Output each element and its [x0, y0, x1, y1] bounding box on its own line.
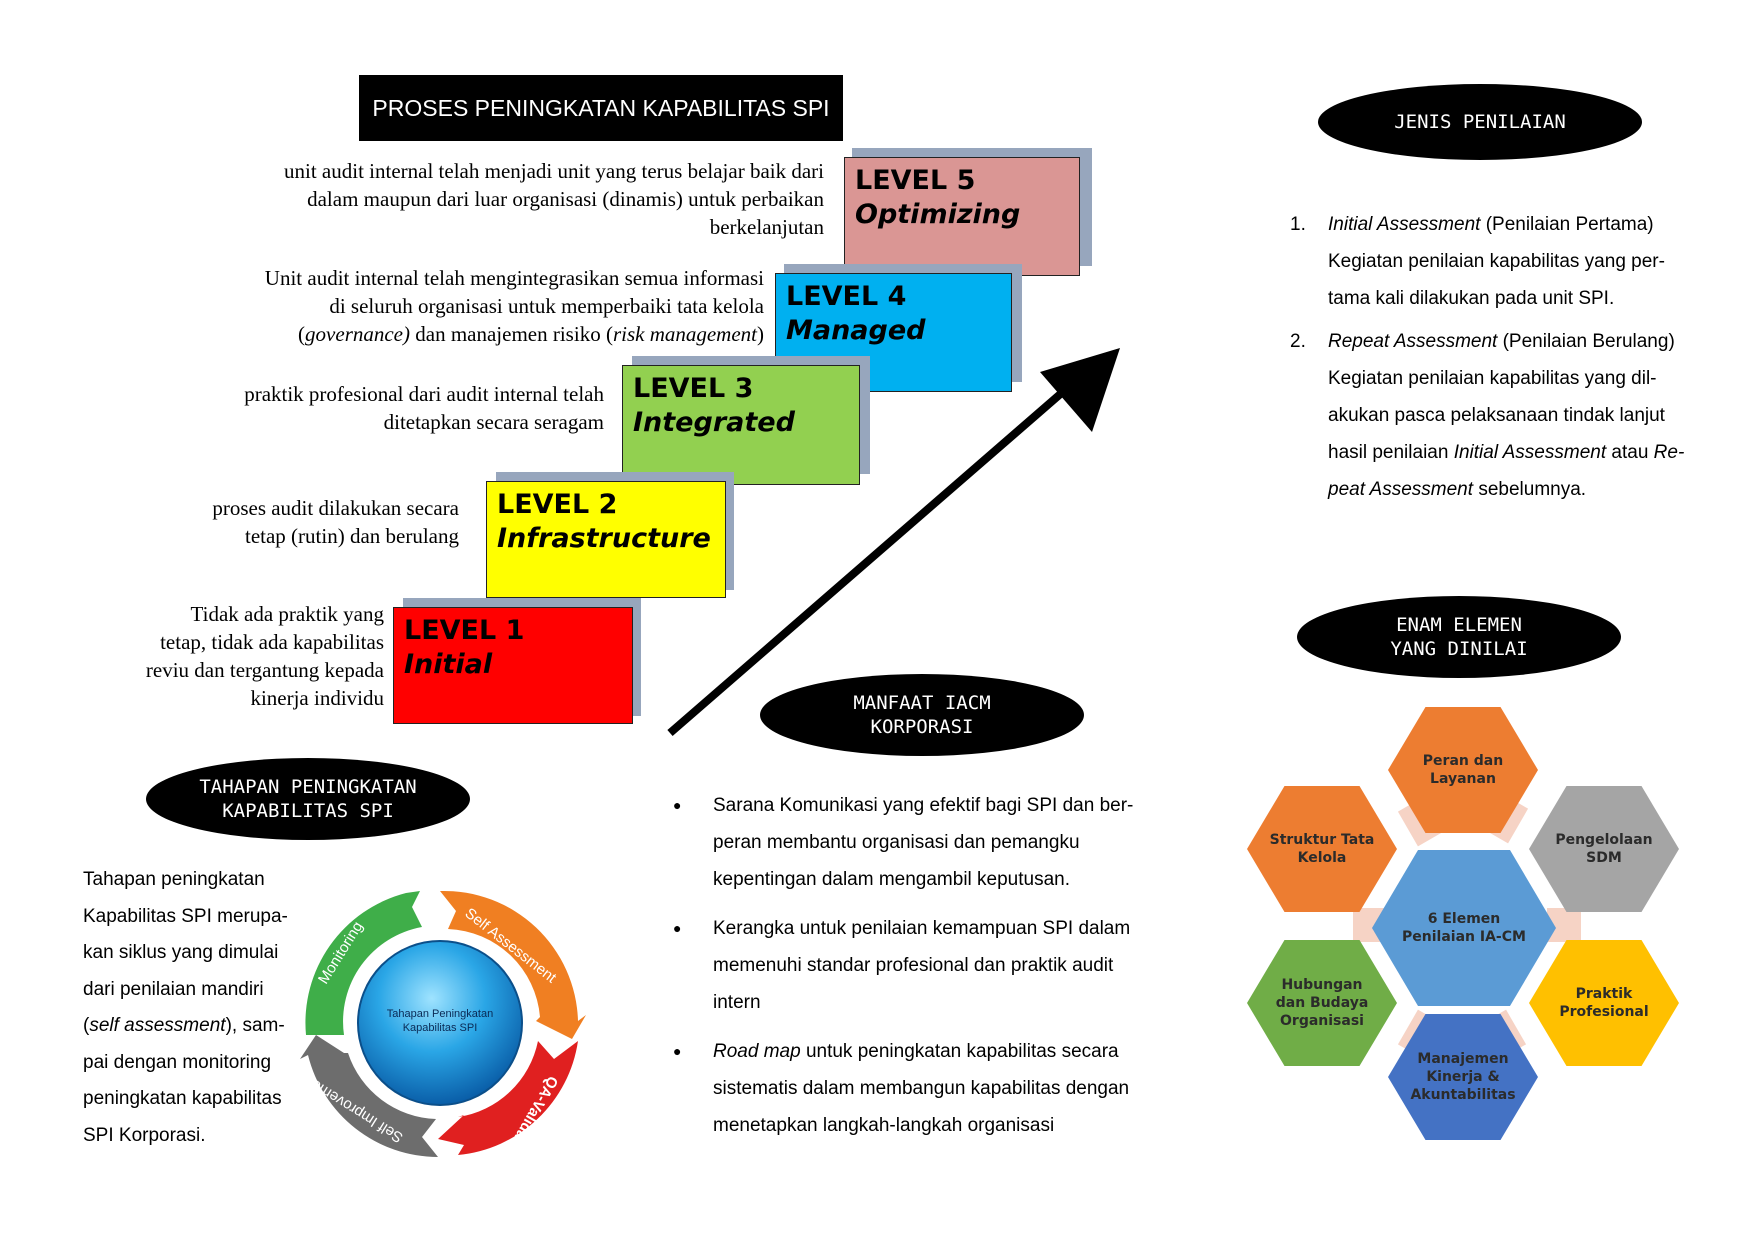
jenis-item-2-body-a: Kegiatan penilaian kapabilitas yang dil-… [1328, 368, 1665, 463]
jenis-item-1-label: (Penilaian Pertama) [1480, 214, 1654, 235]
jenis-item-2-body-term1: Initial Assessment [1453, 442, 1607, 463]
tahapan-title: TAHAPAN PENINGKATAN KAPABILITAS SPI [146, 758, 470, 840]
level-5-box: LEVEL 5 Optimizing [844, 157, 1080, 276]
element-manajemen-kinerja: Manajemen Kinerja & Akuntabilitas [1388, 1014, 1538, 1140]
level-1-box: LEVEL 1 Initial [393, 607, 633, 724]
jenis-item-2-body-b: atau [1606, 442, 1654, 463]
cycle-center-ball [357, 940, 523, 1106]
level-5-name: Optimizing [855, 199, 1021, 230]
jenis-item-1-term: Initial Assessment [1328, 214, 1481, 235]
element-struktur-tata-kelola: Struktur Tata Kelola [1247, 786, 1397, 912]
level-4-desc-risk: risk management [612, 322, 757, 346]
jenis-item-2-body-term2: Re- peat Assessment [1328, 442, 1685, 500]
level-4-name: Managed [786, 315, 926, 346]
enam-title: ENAM ELEMEN YANG DINILAI [1297, 596, 1621, 678]
level-4-desc-b: dan manajemen risiko ( [410, 322, 613, 346]
jenis-item-2-label: (Penilaian Berulang) [1497, 331, 1675, 352]
level-3-label: LEVEL 3 [633, 373, 754, 404]
level-5-label: LEVEL 5 [855, 165, 976, 196]
manfaat-title: MANFAAT IACM KORPORASI [760, 674, 1084, 756]
level-2-description: proses audit dilakukan secara tetap (rut… [212, 496, 459, 548]
level-3-description: praktik profesional dari audit internal … [244, 382, 604, 434]
cycle-segment-monitoring [305, 891, 422, 1035]
level-5-description: unit audit internal telah menjadi unit y… [284, 159, 824, 239]
tahapan-text-b: ), sam- pai dengan monitoring peningkata… [83, 1015, 285, 1146]
element-pengelolaan-sdm: Pengelolaan SDM [1529, 786, 1679, 912]
manfaat-item-1: Sarana Komunikasi yang efektif bagi SPI … [673, 787, 1153, 898]
jenis-item-2-num: 2. [1290, 331, 1306, 352]
element-praktik-profesional: Praktik Profesional [1529, 940, 1679, 1066]
jenis-item-2-term: Repeat Assessment [1328, 331, 1498, 352]
jenis-title: JENIS PENILAIAN [1318, 84, 1642, 160]
manfaat-item-3: Road map untuk peningkatan kapabilitas s… [673, 1033, 1153, 1144]
tahapan-text: Tahapan peningkatan Kapabilitas SPI meru… [83, 862, 303, 1154]
level-2-box: LEVEL 2 Infrastructure [486, 481, 726, 598]
level-2-label: LEVEL 2 [497, 489, 618, 520]
element-center: 6 Elemen Penilaian IA-CM [1372, 850, 1556, 1006]
level-3-name: Integrated [633, 407, 795, 438]
manfaat-item-3-text: untuk peningkatan kapabilitas secara sis… [713, 1041, 1130, 1136]
capability-title: PROSES PENINGKATAN KAPABILITAS SPI [359, 75, 843, 141]
jenis-item-1-num: 1. [1290, 214, 1306, 235]
cycle-segment-qa-validation [438, 1041, 578, 1155]
element-peran-layanan: Peran dan Layanan [1388, 707, 1538, 833]
level-4-desc-c: ) [757, 322, 764, 346]
jenis-item-1: 1. Initial Assessment (Penilaian Pertama… [1290, 206, 1690, 317]
level-2-name: Infrastructure [497, 523, 711, 554]
level-4-desc-governance: governance) [305, 322, 410, 346]
level-1-label: LEVEL 1 [404, 615, 525, 646]
level-4-desc-a: Unit audit internal telah mengintegrasik… [264, 266, 764, 346]
level-1-name: Initial [404, 649, 493, 680]
jenis-item-2-body-c: sebelumnya. [1473, 479, 1587, 500]
jenis-item-2-body: Kegiatan penilaian kapabilitas yang dil-… [1328, 368, 1684, 500]
manfaat-item-2: Kerangka untuk penilaian kemampuan SPI d… [673, 910, 1153, 1021]
tahapan-text-term: self assessment [89, 1015, 226, 1036]
level-3-box: LEVEL 3 Integrated [622, 365, 860, 485]
level-1-description: Tidak ada praktik yang tetap, tidak ada … [145, 602, 384, 710]
tahapan-text-a: Tahapan peningkatan Kapabilitas SPI meru… [83, 869, 288, 1036]
cycle-center-label-2: Kapabilitas SPI [403, 1022, 478, 1034]
jenis-item-1-body: Kegiatan penilaian kapabilitas yang per-… [1328, 251, 1665, 309]
level-4-box: LEVEL 4 Managed [775, 273, 1012, 392]
jenis-list: 1. Initial Assessment (Penilaian Pertama… [1290, 206, 1690, 514]
elements-diagram: Peran dan Layanan Pengelolaan SDM Prakti… [1245, 700, 1685, 1160]
cycle-segment-self-improvement [300, 1035, 438, 1157]
growth-arrow [667, 348, 1120, 737]
element-hubungan-budaya: Hubungan dan Budaya Organisasi [1247, 940, 1397, 1066]
level-4-description: Unit audit internal telah mengintegrasik… [124, 264, 764, 348]
jenis-item-2: 2. Repeat Assessment (Penilaian Berulang… [1290, 323, 1690, 508]
manfaat-item-3-term: Road map [713, 1041, 801, 1062]
cycle-segment-self-assessment [440, 890, 586, 1039]
cycle-center-label-1: Tahapan Peningkatan [387, 1008, 493, 1020]
cycle-diagram: Tahapan Peningkatan Kapabilitas SPI Moni… [297, 890, 586, 1161]
manfaat-list: Sarana Komunikasi yang efektif bagi SPI … [673, 787, 1153, 1156]
level-4-label: LEVEL 4 [786, 281, 907, 312]
